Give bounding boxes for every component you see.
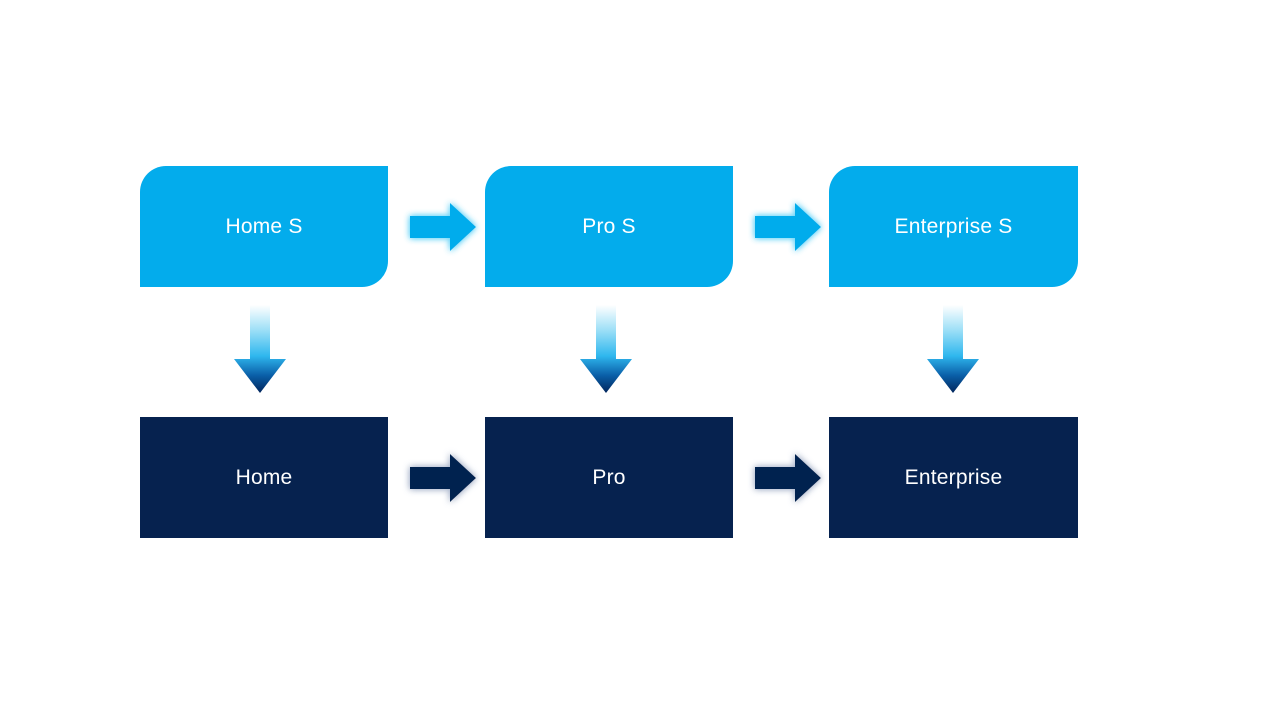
node-label-enterprise: Enterprise — [904, 465, 1003, 489]
node-label-pro-s: Pro S — [582, 214, 636, 238]
node-home[interactable]: Home — [140, 417, 388, 538]
arrow-right-pro-to-enterprise — [751, 447, 825, 509]
node-label-home-s: Home S — [225, 214, 303, 238]
node-home-s[interactable]: Home S — [140, 166, 388, 287]
arrow-down-pro-s-to-pro — [578, 305, 634, 395]
arrow-right-home-s-to-pro-s — [406, 196, 480, 258]
node-label-home: Home — [235, 465, 293, 489]
arrow-down-enterprise-s-to-enterprise — [925, 305, 981, 395]
node-label-pro: Pro — [592, 465, 626, 489]
arrow-down-home-s-to-home — [232, 305, 288, 395]
node-enterprise-s[interactable]: Enterprise S — [829, 166, 1078, 287]
arrow-right-pro-s-to-enterprise-s — [751, 196, 825, 258]
arrow-right-home-to-pro — [406, 447, 480, 509]
node-label-enterprise-s: Enterprise S — [894, 214, 1013, 238]
node-pro[interactable]: Pro — [485, 417, 733, 538]
node-pro-s[interactable]: Pro S — [485, 166, 733, 287]
node-enterprise[interactable]: Enterprise — [829, 417, 1078, 538]
